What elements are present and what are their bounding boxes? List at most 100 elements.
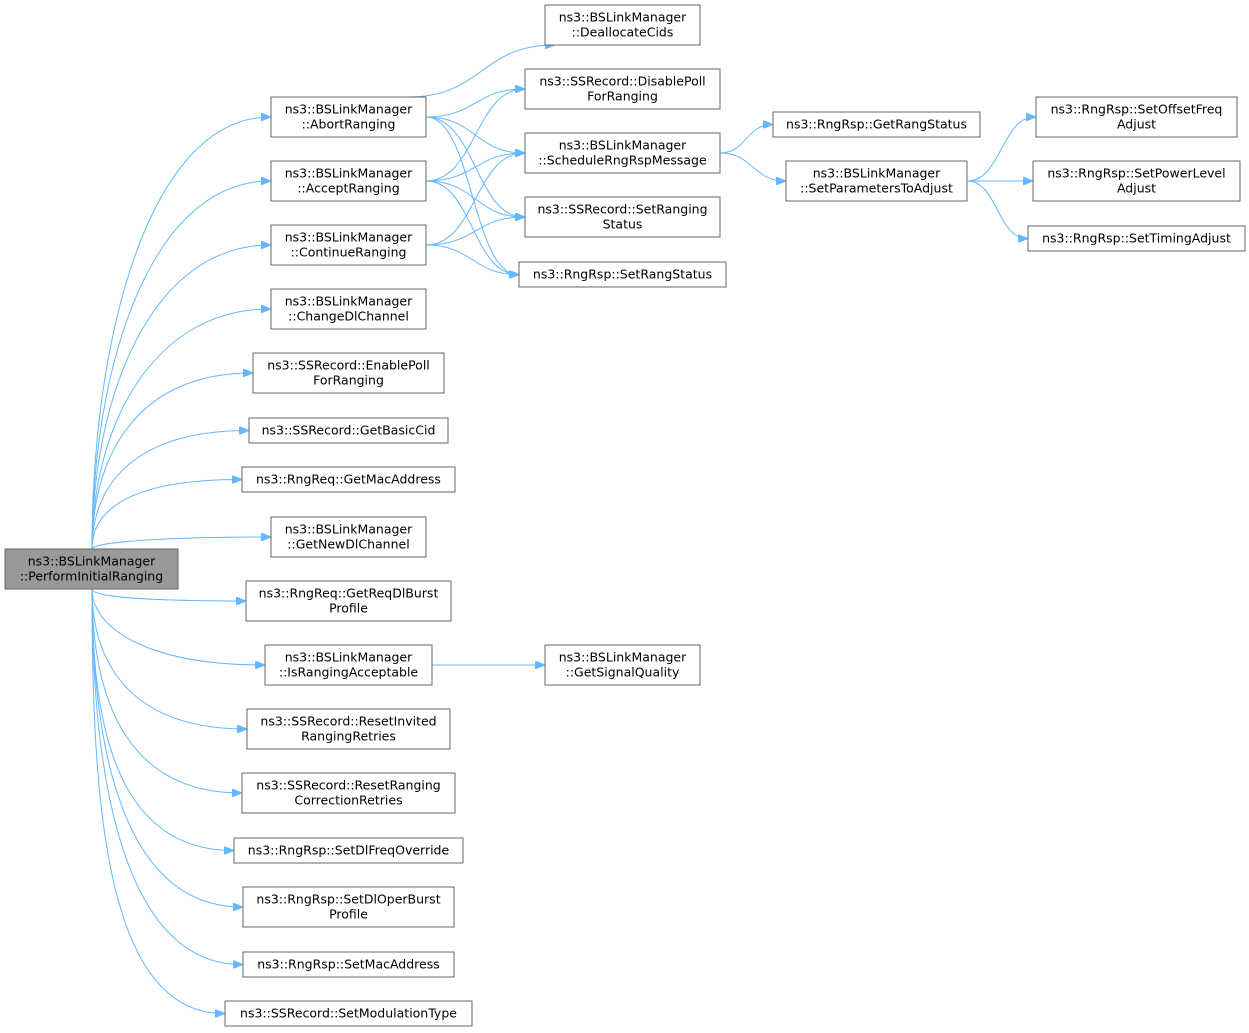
edge-root-to-basiccid [91,431,248,550]
node-resetcorr[interactable]: ns3::SSRecord::ResetRangingCorrectionRet… [241,772,456,814]
node-box [270,96,427,138]
node-dealloc[interactable]: ns3::BSLinkManager::DeallocateCids [544,4,701,46]
node-isacc[interactable]: ns3::BSLinkManager::IsRangingAcceptable [264,644,433,686]
node-label: ns3::BSLinkManager [285,294,413,309]
node-label: ns3::RngReq::GetMacAddress [256,472,441,487]
node-setmac[interactable]: ns3::RngRsp::SetMacAddress [242,951,455,978]
node-label: ::GetSignalQuality [566,665,680,680]
node-label: ForRanging [587,89,658,104]
node-box [248,417,449,444]
node-label: ns3::SSRecord::SetRanging [537,202,707,217]
node-box [1035,96,1238,138]
node-label: ::GetNewDlChannel [287,537,409,552]
node-label: Profile [329,907,368,922]
edge-accept-to-schedule [425,153,524,182]
node-box [524,196,721,238]
node-getmac[interactable]: ns3::RngReq::GetMacAddress [241,466,456,493]
edge-root-to-newdl [91,537,270,550]
node-box [242,886,455,928]
edge-root-to-resetcorr [91,588,241,793]
node-label: Adjust [1117,117,1156,132]
edge-abort-to-dealloc [408,45,555,98]
node-label: ::AbortRanging [302,117,396,132]
node-label: ns3::RngRsp::SetRangStatus [533,267,712,282]
node-label: ns3::RngRsp::SetOffsetFreq [1051,102,1223,117]
node-label: ns3::RngRsp::SetDlOperBurst [256,892,440,907]
node-label: ::AcceptRanging [297,181,399,196]
edge-root-to-modtype [91,588,224,1014]
node-timing[interactable]: ns3::RngRsp::SetTimingAdjust [1027,225,1246,252]
node-label: ::ContinueRanging [291,245,407,260]
edge-accept-to-disablepoll [425,89,524,182]
node-box [270,224,427,266]
node-label: ns3::BSLinkManager [285,102,413,117]
node-box [1027,225,1246,252]
node-label: ns3::BSLinkManager [285,650,413,665]
edge-root-to-setmac [91,588,242,965]
node-label: ns3::SSRecord::GetBasicCid [262,423,436,438]
node-box [242,951,455,978]
edge-schedule-to-getrangstat [719,125,772,154]
node-label: ns3::SSRecord::ResetInvited [260,714,436,729]
node-dlfreq[interactable]: ns3::RngRsp::SetDlFreqOverride [233,837,464,864]
edge-root-to-resetinv [91,588,246,729]
node-label: ns3::BSLinkManager [285,522,413,537]
edge-root-to-reqdl [91,588,245,601]
edge-schedule-to-setparams [719,152,785,181]
node-basiccid[interactable]: ns3::SSRecord::GetBasicCid [248,417,449,444]
node-abort[interactable]: ns3::BSLinkManager::AbortRanging [270,96,427,138]
node-label: ::PerformInitialRanging [20,569,163,584]
node-accept[interactable]: ns3::BSLinkManager::AcceptRanging [270,160,427,202]
node-label: ::IsRangingAcceptable [279,665,419,680]
edge-root-to-getmac [91,480,241,550]
node-setparams[interactable]: ns3::BSLinkManager::SetParametersToAdjus… [785,160,968,202]
node-label: ns3::BSLinkManager [559,138,687,153]
node-box [241,772,456,814]
node-box [785,160,968,202]
node-box [518,261,727,288]
node-box [4,548,179,590]
node-getrangstat[interactable]: ns3::RngRsp::GetRangStatus [772,111,981,138]
node-modtype[interactable]: ns3::SSRecord::SetModulationType [224,1000,473,1027]
edge-root-to-accept [91,181,270,550]
node-box [772,111,981,138]
node-label: ns3::SSRecord::DisablePoll [539,74,705,89]
node-signal[interactable]: ns3::BSLinkManager::GetSignalQuality [544,644,701,686]
node-label: Status [603,217,643,232]
edge-accept-to-rsprangstat [425,180,518,275]
node-label: RangingRetries [301,729,396,744]
node-box [544,4,701,46]
node-label: ns3::RngRsp::GetRangStatus [786,117,967,132]
edge-root-to-continue [91,245,270,550]
edge-root-to-dloper [91,588,242,907]
node-label: ns3::RngRsp::SetPowerLevel [1047,166,1225,181]
edge-continue-to-schedule [425,153,524,246]
node-newdl[interactable]: ns3::BSLinkManager::GetNewDlChannel [270,516,427,558]
node-label: ns3::RngReq::GetReqDlBurst [259,586,439,601]
node-box [241,466,456,493]
node-changedl[interactable]: ns3::BSLinkManager::ChangeDlChannel [270,288,427,330]
node-resetinv[interactable]: ns3::SSRecord::ResetInvitedRangingRetrie… [246,708,451,750]
node-continue[interactable]: ns3::BSLinkManager::ContinueRanging [270,224,427,266]
edge-continue-to-rsprangstat [425,244,518,275]
node-box [245,580,452,622]
edge-abort-to-disablepoll [425,89,524,118]
node-label: CorrectionRetries [294,793,402,808]
node-schedule[interactable]: ns3::BSLinkManager::ScheduleRngRspMessag… [524,132,721,174]
edges-layer [91,45,1035,1014]
node-label: ns3::SSRecord::ResetRanging [256,778,440,793]
node-rsprangstat[interactable]: ns3::RngRsp::SetRangStatus [518,261,727,288]
node-label: ns3::BSLinkManager [559,10,687,25]
edge-setparams-to-offset [966,117,1035,182]
node-label: ns3::BSLinkManager [285,230,413,245]
node-label: ns3::BSLinkManager [285,166,413,181]
node-root[interactable]: ns3::BSLinkManager::PerformInitialRangin… [4,548,179,590]
